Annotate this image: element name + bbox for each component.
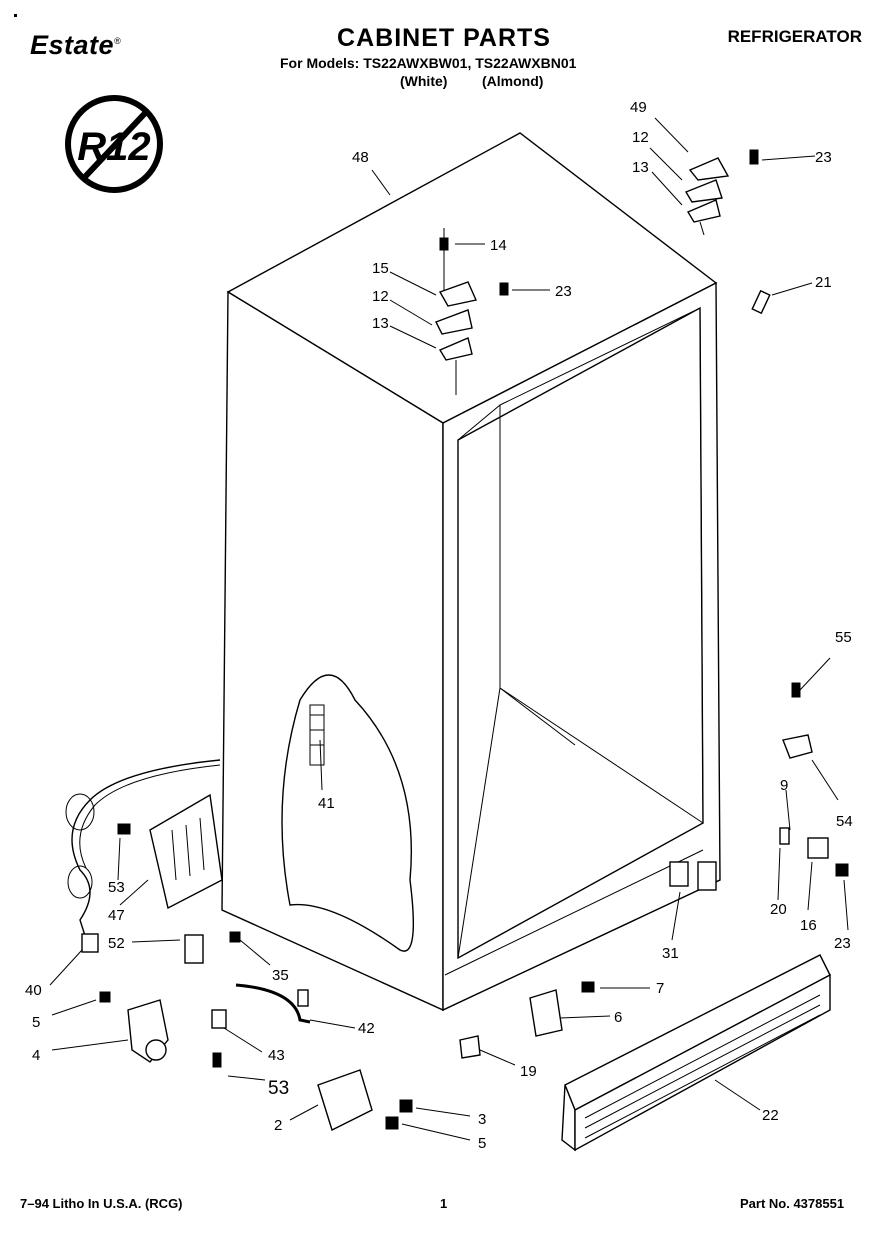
callout-40: 40 <box>25 982 42 999</box>
control-box <box>117 793 223 910</box>
callout-47: 47 <box>108 907 125 924</box>
callout-14: 14 <box>490 237 507 254</box>
callout-43: 43 <box>268 1047 285 1064</box>
page-number: 1 <box>440 1196 448 1211</box>
callout-16: 16 <box>800 917 817 934</box>
callout-48: 48 <box>352 149 369 166</box>
callout-31: 31 <box>662 945 679 962</box>
callout-41: 41 <box>318 795 335 812</box>
base-grille <box>561 954 831 1152</box>
right-side-parts <box>779 682 849 877</box>
variant-almond: (Almond) <box>482 73 544 89</box>
no-r12-badge: R12 <box>65 95 163 193</box>
top-hinge-right <box>684 149 759 236</box>
callout-55: 55 <box>835 629 852 646</box>
callout-3: 3 <box>478 1111 486 1128</box>
callout-52: 52 <box>108 935 125 952</box>
callout-7: 7 <box>656 980 664 997</box>
part-21-clip <box>751 289 771 315</box>
callout-9: 9 <box>780 777 788 794</box>
callout-6: 6 <box>614 1009 622 1026</box>
callout-49: 49 <box>630 99 647 116</box>
page-title: CABINET PARTS <box>337 24 551 52</box>
callout-4: 4 <box>32 1047 40 1064</box>
callout-12-left: 12 <box>372 288 389 305</box>
callout-23-mid: 23 <box>555 283 572 300</box>
top-hinge-left <box>435 228 509 395</box>
callout-23-top: 23 <box>815 149 832 166</box>
callout-13-right: 13 <box>632 159 649 176</box>
callout-19: 19 <box>520 1063 537 1080</box>
part-number: Part No. 4378551 <box>740 1196 845 1211</box>
callout-15: 15 <box>372 260 389 277</box>
callout-5-bottom: 5 <box>478 1135 486 1152</box>
models-line: For Models: TS22AWXBW01, TS22AWXBN01 <box>280 55 577 71</box>
variant-white: (White) <box>400 73 448 89</box>
callout-54: 54 <box>836 813 853 830</box>
callout-labels: 48 49 12 13 23 14 15 12 13 23 21 55 54 9… <box>25 99 853 1152</box>
bottom-parts <box>99 861 689 1131</box>
callout-20: 20 <box>770 901 787 918</box>
callout-21: 21 <box>815 274 832 291</box>
callout-5-left: 5 <box>32 1014 40 1031</box>
brand-logo: Estate® <box>30 30 122 60</box>
callout-35: 35 <box>272 967 289 984</box>
callout-42: 42 <box>358 1020 375 1037</box>
power-cord <box>65 759 221 953</box>
callout-12-right: 12 <box>632 129 649 146</box>
callout-53-bottom: 53 <box>268 1078 289 1099</box>
litho-note: 7–94 Litho In U.S.A. (RCG) <box>20 1196 183 1211</box>
category-label: REFRIGERATOR <box>727 27 862 46</box>
callout-23-bottom: 23 <box>834 935 851 952</box>
callout-2: 2 <box>274 1117 282 1134</box>
callout-leaders <box>49 117 849 1141</box>
callout-22: 22 <box>762 1107 779 1124</box>
corner-mark <box>14 14 17 17</box>
cabinet-shell <box>221 132 721 1012</box>
callout-53-top: 53 <box>108 879 125 896</box>
callout-13-left: 13 <box>372 315 389 332</box>
